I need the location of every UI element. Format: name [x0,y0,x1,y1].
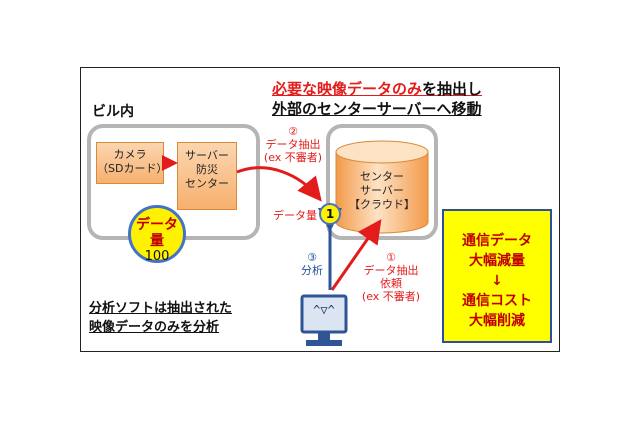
analysis-note-line2: 映像データのみを分析 [89,320,220,335]
local-server-sub2: センター [185,177,229,190]
camera-label: カメラ [113,148,147,161]
local-server-label: サーバー [185,149,229,162]
request-arrow [330,219,382,291]
step2-label: ② データ抽出 (ex 不審者) [258,125,328,164]
cylinder-top [335,140,429,164]
summary-line1: 通信データ [462,233,532,249]
cloud-server-line2: サーバー [360,184,404,197]
summary-box: 通信データ 大幅減量 ↓ 通信コスト 大幅削減 [442,209,552,343]
step2-example: (ex 不審者) [263,151,323,164]
analysis-note-line1: 分析ソフトは抽出された [89,301,233,316]
step1-label: ① データ抽出 依頼 (ex 不審者) [356,251,426,303]
cloud-data-volume-label: データ量 [273,209,317,222]
cloud-box [326,124,438,240]
data-volume-label: データ量 [136,217,178,249]
headline-line1-rest: を抽出し [422,80,483,98]
data-volume-value: 100 [144,249,170,264]
step1-text2: 依頼 [380,277,402,290]
building-label: ビル内 [92,104,134,120]
analysis-note: 分析ソフトは抽出された 映像データのみを分析 [89,299,232,337]
step3-number: ③ [307,251,317,264]
headline-line2: 外部のセンターサーバーへ移動 [272,100,482,118]
local-server-sub1: 防災 [196,163,218,176]
extract-transfer-arrow [236,166,322,202]
step3-label: ③ 分析 [300,251,324,277]
summary-line3: 通信コスト [462,293,532,309]
camera-box: カメラ （SDカード） [96,142,168,184]
cloud-server-line3: 【クラウド】 [349,198,415,211]
step1-number: ① [386,251,396,264]
step2-number: ② [288,125,298,138]
terminal-stand [318,332,330,340]
terminal-face: ^▽^ [313,303,335,317]
summary-line2: 大幅減量 [469,253,525,269]
step1-text: データ抽出 [363,264,419,277]
data-volume-circle: データ量 100 [128,205,186,264]
terminal-base [306,340,342,346]
step3-text: 分析 [301,264,323,277]
headline-line1: 必要な映像データのみを抽出し [272,78,482,99]
summary-line4: 大幅削減 [469,313,525,329]
camera-sd-label: （SDカード） [97,162,168,175]
headline-highlight: 必要な映像データのみ [272,80,423,98]
local-server-box: サーバー 防災 センター [177,142,237,210]
cloud-server-label: センター サーバー 【クラウド】 [342,170,422,212]
summary-arrow: ↓ [491,273,503,289]
cloud-data-volume-badge: 1 [319,203,341,225]
step2-text: データ抽出 [265,138,321,151]
step1-example: (ex 不審者) [361,290,421,303]
cloud-server-line1: センター [360,170,404,183]
